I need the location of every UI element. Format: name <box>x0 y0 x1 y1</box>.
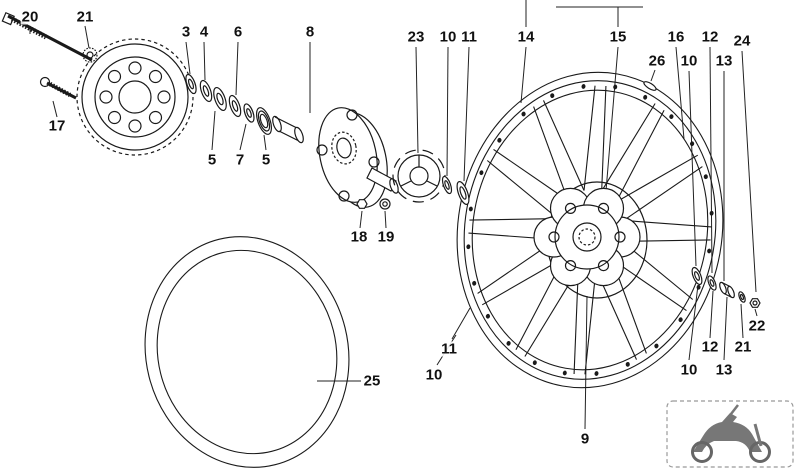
center-spacers <box>441 175 470 205</box>
callout-20: 20 <box>20 8 40 26</box>
spacer-bearing-train <box>185 73 304 144</box>
balance-weight <box>643 81 657 91</box>
motorcycle-icon <box>666 400 794 468</box>
callout-4: 4 <box>198 23 210 41</box>
callout-12-right-upper: 12 <box>700 28 720 46</box>
callout-12-right-lower: 12 <box>700 338 720 356</box>
callout-14: 14 <box>516 28 536 46</box>
callout-11-top: 11 <box>460 28 478 46</box>
leader-lines <box>29 0 758 430</box>
callout-15: 15 <box>608 28 628 46</box>
chain-sprocket <box>76 38 194 156</box>
callout-6: 6 <box>232 23 244 41</box>
callout-23: 23 <box>406 28 426 46</box>
callout-17: 17 <box>47 117 67 135</box>
callout-18: 18 <box>349 228 369 246</box>
callout-10-bottom: 10 <box>424 366 444 384</box>
wheel-rim <box>432 51 747 409</box>
callout-13-right-lower: 13 <box>714 361 734 379</box>
callout-10-right-upper: 10 <box>679 52 699 70</box>
callout-25: 25 <box>362 372 382 390</box>
callout-3: 3 <box>180 23 192 41</box>
lock-washer <box>82 47 98 63</box>
callout-7: 7 <box>234 151 246 169</box>
callout-13-right-upper: 13 <box>714 52 734 70</box>
callout-24: 24 <box>732 32 752 50</box>
callout-5-left: 5 <box>206 151 218 169</box>
callout-11-bottom: 11 <box>440 340 458 358</box>
callout-8: 8 <box>304 23 316 41</box>
adjuster-bolt <box>39 76 77 100</box>
callout-22: 22 <box>747 317 767 335</box>
rim-band <box>121 215 373 473</box>
axle-hardware-stack <box>691 266 761 308</box>
callout-9: 9 <box>579 430 591 448</box>
callout-16: 16 <box>666 28 686 46</box>
hub-center <box>533 181 648 299</box>
callout-10-right-lower: 10 <box>679 361 699 379</box>
callout-21-right-lower: 21 <box>733 338 753 356</box>
callout-5-right: 5 <box>260 151 272 169</box>
nut-and-washer <box>356 198 391 210</box>
callout-19: 19 <box>376 228 396 246</box>
callout-26: 26 <box>647 52 667 70</box>
callout-10-top: 10 <box>438 28 458 46</box>
callout-21-top: 21 <box>75 8 95 26</box>
